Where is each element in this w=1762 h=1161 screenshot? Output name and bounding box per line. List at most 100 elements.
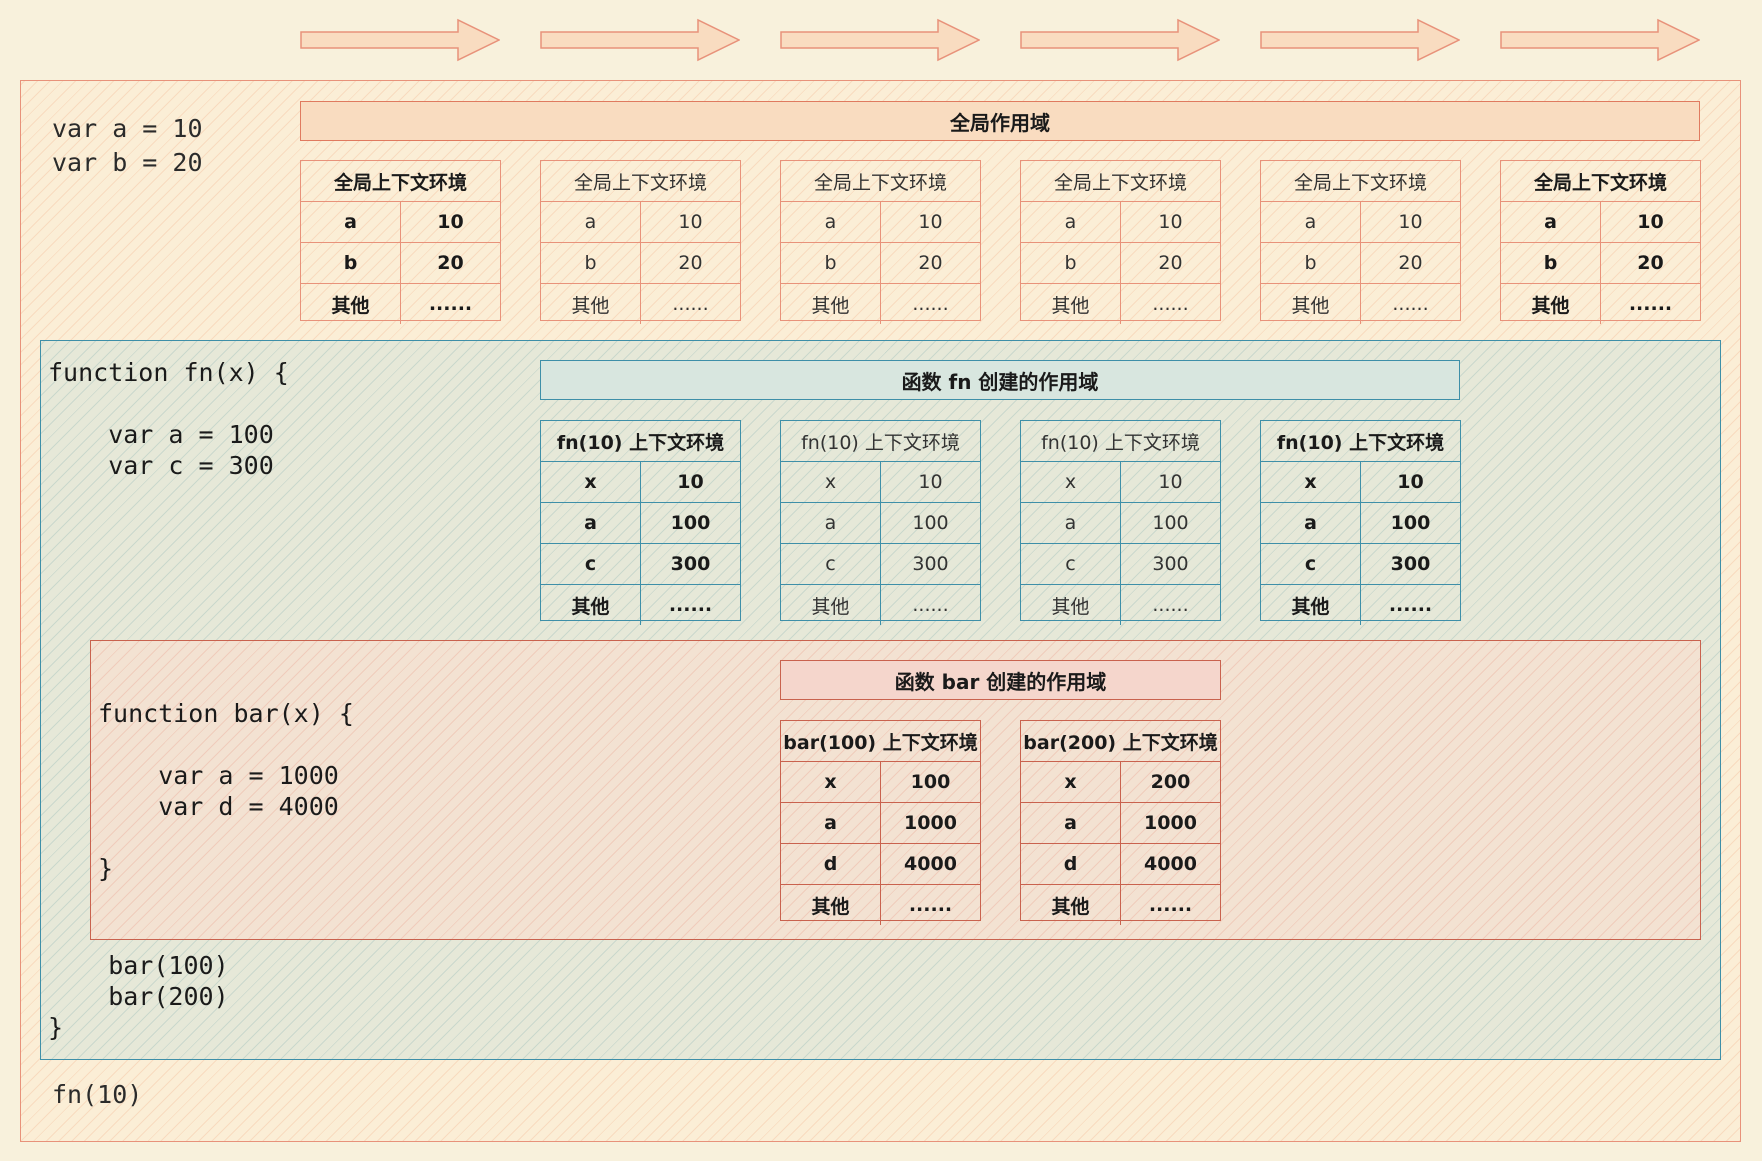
context-row: 其他...... — [1261, 584, 1460, 625]
var-name: x — [781, 462, 881, 502]
context-title: bar(200) 上下文环境 — [1023, 731, 1218, 754]
var-value: ...... — [1392, 293, 1429, 315]
context-row: 其他...... — [1021, 884, 1220, 925]
var-value: 100 — [910, 771, 951, 793]
var-name: a — [1501, 202, 1601, 242]
var-value: ...... — [428, 293, 473, 315]
var-value: 20 — [918, 252, 943, 274]
var-value: 20 — [678, 252, 703, 274]
context-title: 全局上下文环境 — [1533, 171, 1667, 194]
var-value: 20 — [1637, 252, 1664, 274]
context-title: 全局上下文环境 — [573, 171, 707, 194]
var-value: 10 — [918, 211, 943, 233]
var-name: 其他 — [1021, 585, 1121, 625]
var-value: ...... — [1152, 594, 1189, 616]
context-row: 其他...... — [541, 584, 740, 625]
var-value: 100 — [912, 512, 949, 534]
var-value: ...... — [912, 293, 949, 315]
var-name: a — [301, 202, 401, 242]
var-value: 20 — [1398, 252, 1423, 274]
var-name: 其他 — [781, 585, 881, 625]
bar-code: function bar(x) { var a = 1000 var d = 4… — [98, 699, 354, 883]
context-row: x 100 — [781, 761, 980, 802]
var-value: 300 — [1152, 553, 1189, 575]
fn-call: fn(10) — [52, 1080, 143, 1109]
context-row: b 20 — [1501, 242, 1700, 283]
var-value: 100 — [1390, 512, 1431, 534]
var-name: a — [781, 202, 881, 242]
context-title: 全局上下文环境 — [1293, 171, 1427, 194]
var-value: ...... — [668, 594, 713, 616]
var-name: x — [1021, 762, 1121, 802]
context-row: x 10 — [1261, 461, 1460, 502]
var-name: b — [1021, 243, 1121, 283]
var-name: b — [1501, 243, 1601, 283]
var-name: a — [781, 803, 881, 843]
var-value: 100 — [670, 512, 711, 534]
var-value: 300 — [1390, 553, 1431, 575]
var-name: 其他 — [1021, 284, 1121, 324]
context-row: 其他...... — [781, 283, 980, 324]
context-row: 其他...... — [781, 884, 980, 925]
var-name: b — [541, 243, 641, 283]
var-name: 其他 — [541, 284, 641, 324]
var-name: x — [781, 762, 881, 802]
var-value: 20 — [437, 252, 464, 274]
context-row: c 300 — [1261, 543, 1460, 584]
var-value: 10 — [1637, 211, 1664, 233]
var-name: a — [781, 503, 881, 543]
var-value: ...... — [912, 594, 949, 616]
context-row: a 100 — [781, 502, 980, 543]
var-value: 300 — [912, 553, 949, 575]
timeline-arrow-4 — [1020, 18, 1220, 62]
global-code: var a = 10 var b = 20 — [52, 114, 203, 177]
context-row: x 10 — [781, 461, 980, 502]
fn-code: function fn(x) { var a = 100 var c = 300 — [48, 358, 289, 480]
var-name: c — [1261, 544, 1361, 584]
var-value: ...... — [1628, 293, 1673, 315]
context-row: 其他...... — [1501, 283, 1700, 324]
var-value: 1000 — [904, 812, 957, 834]
var-value: 10 — [1158, 471, 1183, 493]
var-value: 10 — [1158, 211, 1183, 233]
var-name: x — [1261, 462, 1361, 502]
var-value: 4000 — [1144, 853, 1197, 875]
var-value: 10 — [918, 471, 943, 493]
var-name: a — [541, 202, 641, 242]
var-name: x — [541, 462, 641, 502]
context-row: b 20 — [1261, 242, 1460, 283]
context-row: a 10 — [1501, 201, 1700, 242]
timeline-arrow-2 — [540, 18, 740, 62]
var-name: a — [1021, 803, 1121, 843]
var-name: 其他 — [541, 585, 641, 625]
context-title: fn(10) 上下文环境 — [1041, 431, 1200, 454]
context-title: bar(100) 上下文环境 — [783, 731, 978, 754]
var-name: b — [1261, 243, 1361, 283]
fn-scope-banner: 函数 fn 创建的作用域 — [540, 360, 1460, 400]
var-value: 10 — [1397, 471, 1424, 493]
var-name: a — [1021, 503, 1121, 543]
var-value: 10 — [678, 211, 703, 233]
context-row: 其他...... — [1261, 283, 1460, 324]
context-title: fn(10) 上下文环境 — [556, 431, 725, 454]
context-row: 其他...... — [1021, 283, 1220, 324]
var-value: ...... — [908, 894, 953, 916]
